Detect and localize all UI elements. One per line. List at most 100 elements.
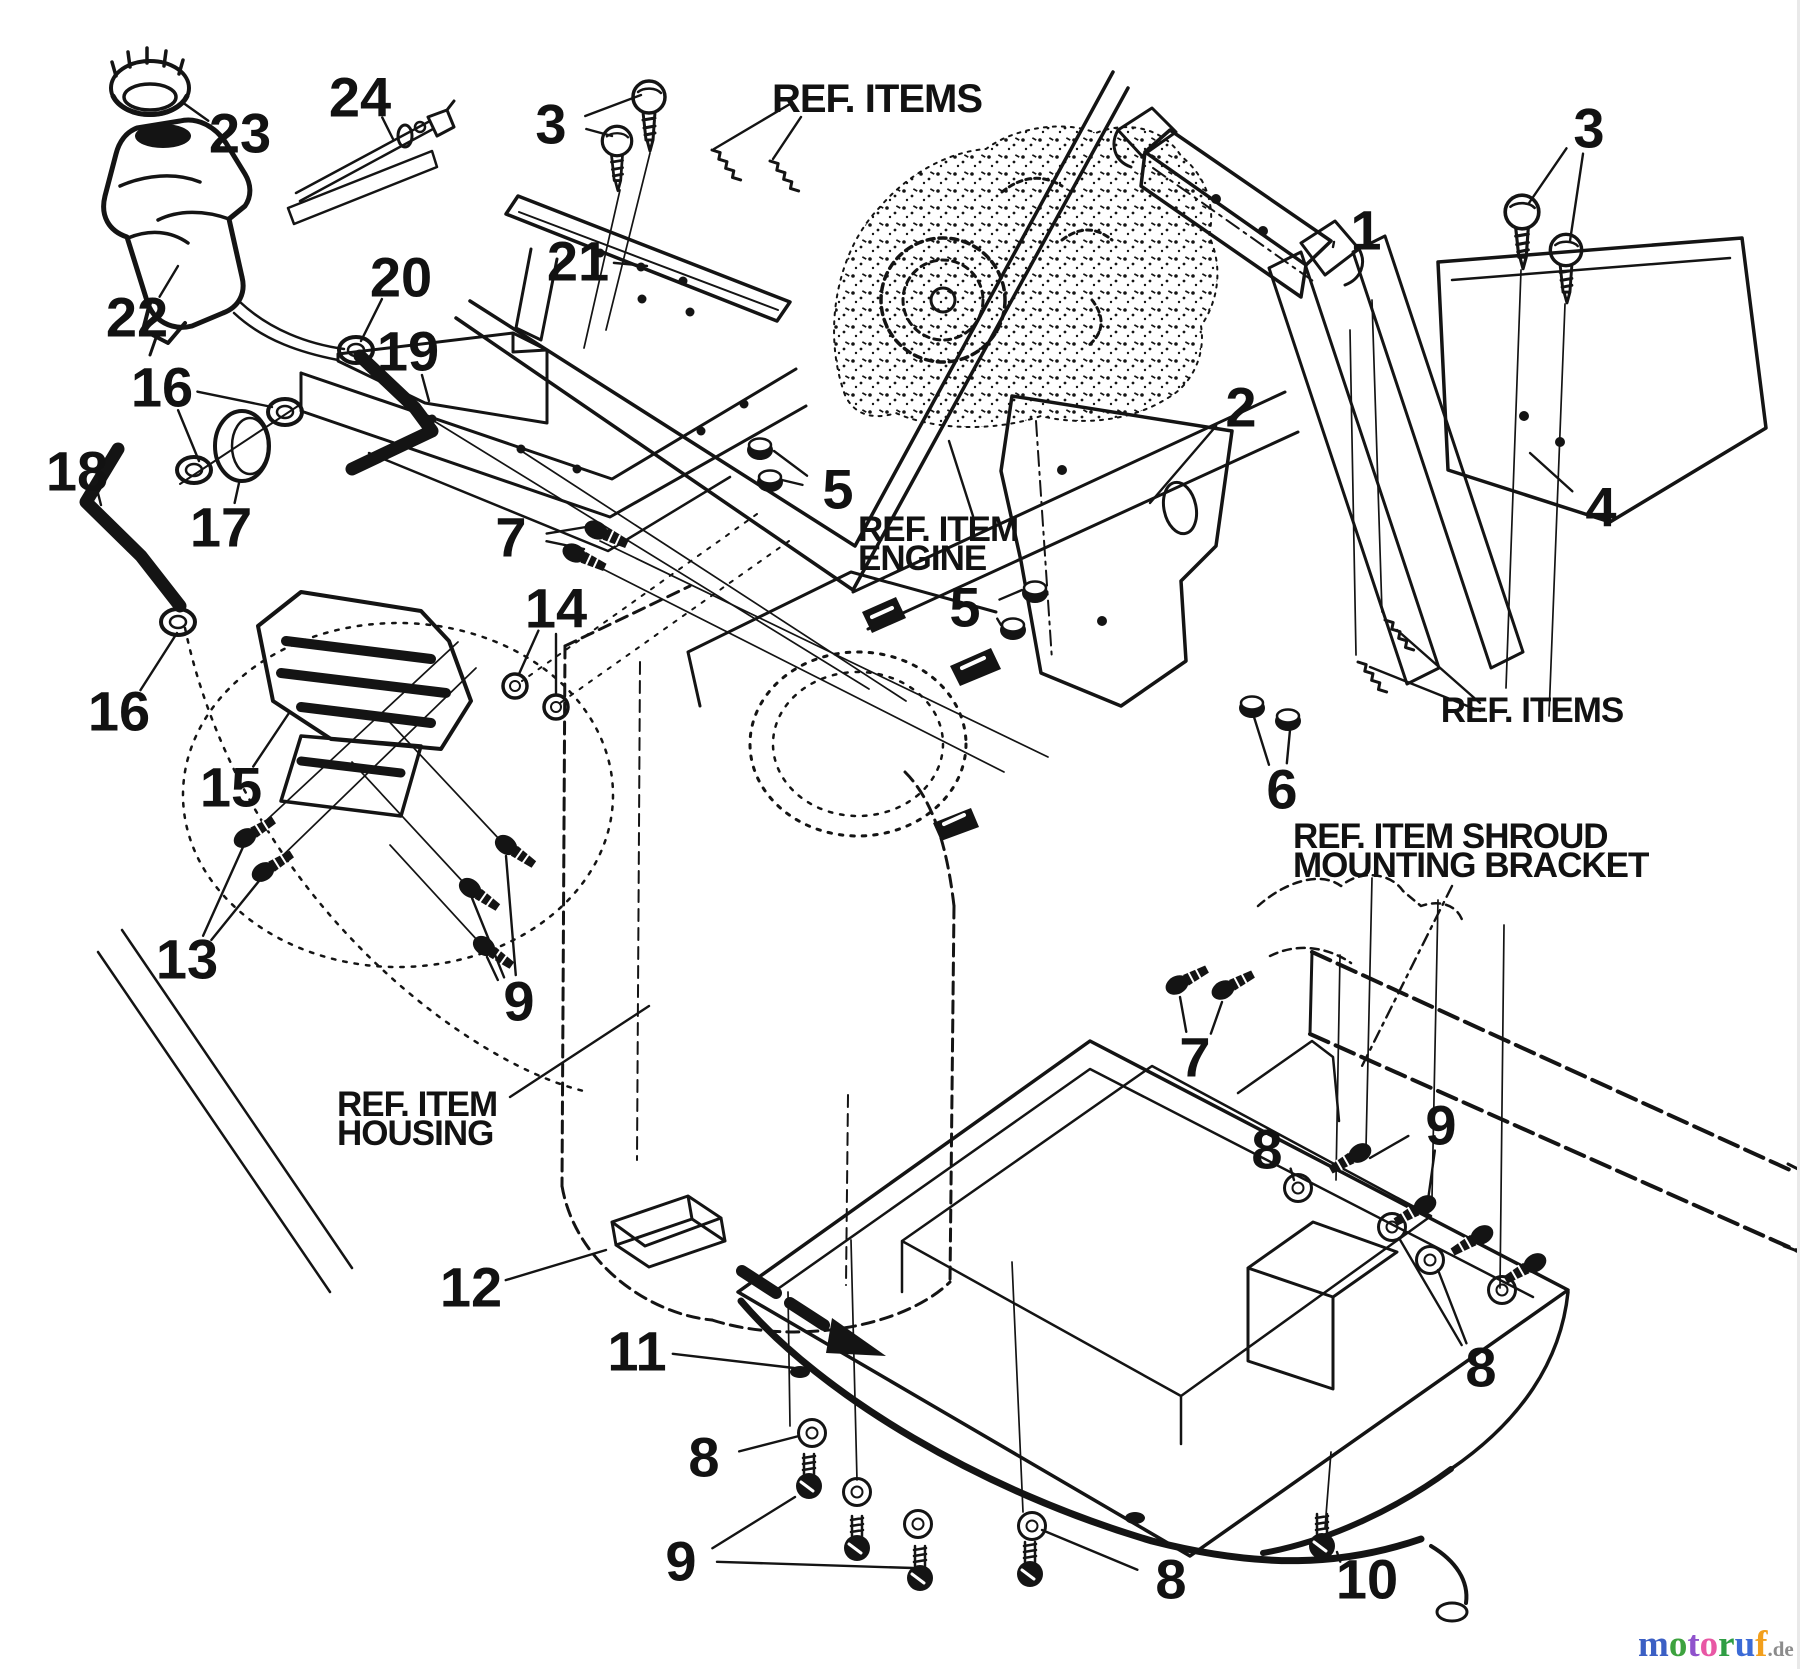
leader-line-4 (1528, 451, 1574, 493)
diagram-linework (79, 46, 1800, 1623)
hose-clamp-ring (337, 335, 375, 365)
leader-line-20 (359, 297, 384, 343)
shoulder-screw (1548, 232, 1584, 305)
carriage-bolt (458, 877, 501, 911)
leader-lines (96, 93, 1585, 1571)
leader-line-9 (711, 1495, 797, 1550)
leader-line-7 (1178, 995, 1188, 1033)
leader-line-22 (158, 264, 180, 298)
flange-nut (1000, 617, 1026, 640)
leader-line-17 (233, 481, 241, 505)
leader-line-5 (772, 449, 809, 477)
leader-line-6 (1285, 728, 1292, 765)
callout-13: 13 (156, 928, 218, 991)
callout-20: 20 (370, 246, 432, 309)
bolt (844, 1514, 870, 1561)
flange-nut (757, 469, 783, 492)
leader-line-7 (545, 525, 588, 535)
callout-8: 8 (1155, 1548, 1186, 1611)
leader-line-14 (517, 629, 540, 676)
leader-line-9 (470, 896, 506, 979)
shroud-mounting-bracket-ref (1236, 873, 1800, 1289)
ref-items-right-line1: REF. ITEMS (1441, 691, 1624, 730)
callout-16: 16 (131, 356, 193, 419)
callout-9: 9 (1425, 1094, 1456, 1157)
shoulder-screw (1503, 193, 1541, 271)
flat-washer (903, 1509, 933, 1539)
leader-line-1 (1331, 240, 1336, 249)
bolt (1309, 1512, 1335, 1559)
leader-line-19 (420, 373, 431, 403)
fuel-tank-top (686, 570, 1001, 841)
shoulder-screw (600, 124, 634, 193)
callout-9: 9 (665, 1530, 696, 1593)
callout-12: 12 (440, 1256, 502, 1319)
install-direction-arrow (736, 1265, 886, 1356)
leader-line-8 (1397, 1236, 1463, 1347)
flange-nut (747, 437, 773, 460)
leader-line-8 (1040, 1528, 1139, 1571)
mini-ref-tag (1383, 618, 1416, 652)
rod-24 (286, 99, 456, 226)
belly-pan-11 (736, 1039, 1570, 1623)
callout-4: 4 (1585, 476, 1616, 539)
flange-nut (1239, 695, 1265, 718)
screw-axis-lines-left (583, 152, 651, 349)
leader-line-5 (995, 617, 1003, 627)
flat-washer (797, 1418, 827, 1448)
flat-washer (1017, 1511, 1047, 1541)
leader-line-12 (504, 1248, 608, 1282)
leader-line-15 (252, 711, 291, 768)
leader-line-10 (1335, 1550, 1342, 1563)
ref-item-housing-leader (508, 1004, 651, 1099)
leader-line-9 (504, 854, 517, 977)
bolt (1017, 1540, 1043, 1587)
callout-10: 10 (1336, 1548, 1398, 1611)
flat-washer (1377, 1212, 1407, 1242)
watermark-text: motoruf.de (1638, 1624, 1794, 1665)
leader-line-21 (612, 261, 649, 268)
leader-line-24 (381, 116, 395, 141)
callout-5: 5 (949, 576, 980, 639)
callout-2: 2 (1225, 376, 1256, 439)
callout-3: 3 (1573, 97, 1604, 160)
callout-7: 7 (495, 506, 526, 569)
ref-items-right-leader (1395, 628, 1482, 705)
callout-21: 21 (547, 230, 609, 293)
hose-18 (79, 442, 187, 613)
ref-item-engine-leader (947, 439, 975, 518)
leader-line-13 (210, 879, 261, 942)
leader-line-6 (1252, 715, 1271, 766)
leader-line-2 (1148, 424, 1218, 505)
callout-5: 5 (822, 458, 853, 521)
callout-3: 3 (535, 93, 566, 156)
bolt (796, 1452, 822, 1499)
leader-line-11 (671, 1352, 796, 1370)
heat-shield-15 (256, 590, 473, 818)
fastener-layer (159, 79, 1584, 1591)
leader-line-23 (180, 100, 210, 122)
callout-11: 11 (607, 1320, 666, 1383)
mini-ref-tag (768, 159, 801, 193)
flat-washer (842, 1477, 872, 1507)
flange-nut (1022, 580, 1048, 603)
hose-clamp-ring (266, 397, 304, 427)
pad-12 (610, 1194, 727, 1269)
ref-items-top-leader (712, 102, 792, 151)
callout-1: 1 (1350, 199, 1381, 262)
carriage-bolt (1393, 1195, 1437, 1226)
carriage-bolt (1165, 965, 1209, 995)
bolt (907, 1544, 933, 1591)
hose-19 (345, 349, 439, 476)
leader-line-16 (176, 409, 201, 463)
mini-ref-tag (710, 148, 743, 182)
callout-8: 8 (1465, 1336, 1496, 1399)
bolt-axis-lines (255, 513, 1049, 942)
callout-8: 8 (688, 1426, 719, 1489)
leader-line-3 (1527, 147, 1568, 205)
leader-line-5 (998, 588, 1024, 601)
panel-4 (1436, 236, 1768, 717)
ref-item-engine-line1: REF. ITEM (858, 510, 1018, 549)
carriage-bolt (1503, 1253, 1547, 1284)
